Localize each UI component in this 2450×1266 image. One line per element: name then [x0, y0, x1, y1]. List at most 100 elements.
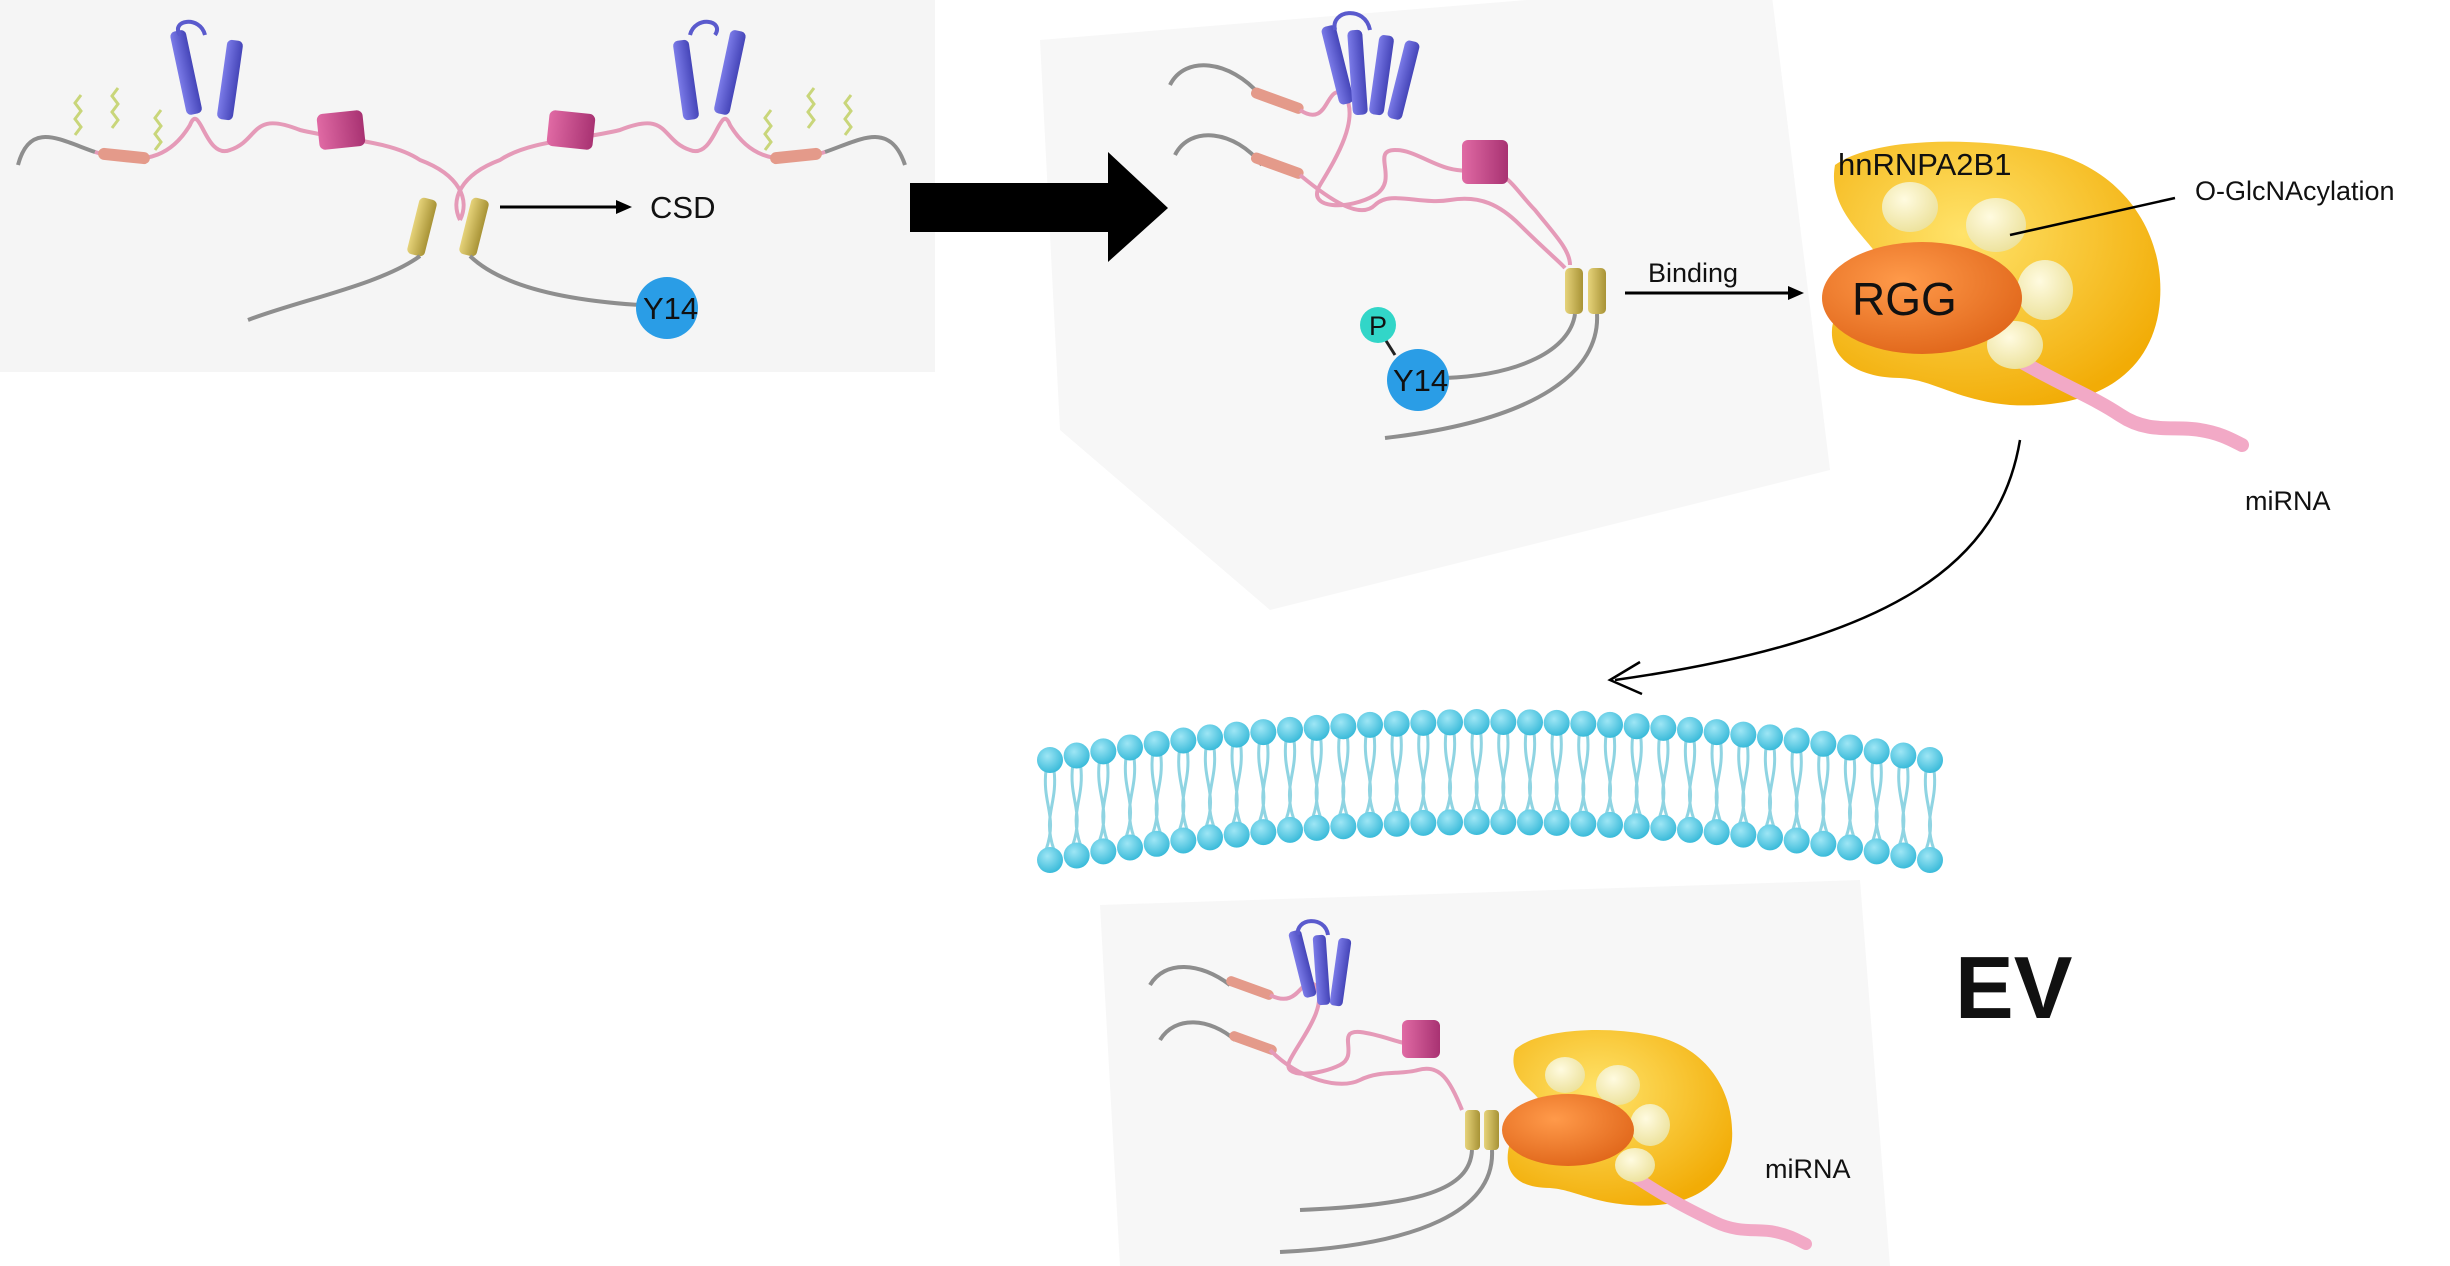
strand-left: [98, 147, 150, 165]
lipid-head-inner: [1277, 816, 1303, 843]
y14-ball-mid: [1387, 349, 1449, 411]
lipid-head-inner: [1570, 810, 1597, 837]
ev-rgg-domain: [1502, 1094, 1634, 1166]
strand-right: [770, 147, 822, 165]
mirna-strand-top: [2003, 348, 2249, 452]
monomer-structure: Y14 P: [1168, 11, 1606, 440]
lipid-tail: [1737, 744, 1750, 826]
lipid-tail: [1577, 733, 1590, 815]
lipid-head-inner: [1410, 809, 1437, 836]
backbone-lower-left: [247, 254, 422, 322]
panel-bg-dimer: [0, 0, 935, 372]
lipid-head-inner: [1090, 838, 1117, 865]
mono-loop-2: [1298, 173, 1567, 270]
lipid-head-outer: [1837, 734, 1863, 761]
mono-strand-2: [1250, 152, 1304, 179]
lipid-head-outer: [1623, 713, 1650, 740]
lipid-head-outer: [1863, 738, 1890, 765]
lipid-tail: [1310, 737, 1323, 819]
lipid-head-outer: [1757, 724, 1783, 751]
lipid-tail: [1603, 734, 1617, 816]
lipid-tail: [1710, 741, 1723, 823]
lipid-tail: [1150, 753, 1163, 835]
lipid-tail: [1790, 750, 1803, 831]
lipid-tail: [1257, 741, 1270, 823]
lipid-head-inner: [1917, 847, 1943, 873]
lipid-head-outer: [1037, 747, 1063, 773]
transition-arrow: [910, 152, 1168, 262]
lipid-head-inner: [1730, 821, 1757, 848]
lipid-head-inner: [1597, 811, 1623, 838]
lipid-head-inner: [1517, 809, 1543, 836]
bead-2: [1966, 198, 2026, 252]
binding-label: Binding: [1648, 258, 1738, 288]
lipid-head-outer: [1917, 747, 1943, 773]
lipid-head-inner: [1383, 810, 1410, 837]
csd-helix-right: [459, 197, 489, 257]
dimer-structure: CSD Y14: [16, 19, 907, 339]
lipid-head-inner: [1623, 813, 1650, 840]
phospho-ball: [1360, 307, 1396, 343]
ev-strand-2: [1229, 1031, 1277, 1055]
lipid-head-inner: [1330, 813, 1357, 840]
panel-bg-ev: [1100, 880, 1890, 1266]
ev-tail-2: [1158, 1020, 1237, 1042]
lipid-head-outer: [1143, 730, 1170, 757]
lipid-head-outer: [1410, 709, 1437, 736]
ev-bead-3: [1630, 1104, 1670, 1146]
oglc-pointer: [2009, 196, 2176, 237]
lipid-tail: [1443, 732, 1457, 813]
ev-cargo-structure: miRNA: [1148, 919, 1851, 1254]
lipid-head-inner: [1677, 816, 1703, 843]
backbone-lower-right: [468, 254, 641, 307]
lipid-tail: [1337, 736, 1350, 817]
lipid-tail: [1763, 747, 1777, 828]
lipid-head-outer: [1170, 727, 1197, 754]
lipid-tail: [1097, 761, 1110, 842]
lipid-head-outer: [1303, 714, 1330, 741]
y14-ball-top: [636, 277, 698, 339]
lipid-head-outer: [1223, 721, 1250, 748]
lipid-head-outer: [1517, 709, 1543, 736]
curved-arrow: [1614, 439, 2022, 682]
mirna-label-bottom: miRNA: [1765, 1154, 1851, 1184]
lipid-tail: [1470, 731, 1483, 813]
y14-label-mid: Y14: [1393, 363, 1448, 398]
lipid-tail: [1070, 765, 1083, 847]
lipid-tail: [1630, 736, 1643, 817]
lipid-head-inner: [1303, 814, 1330, 841]
lipid-head-inner: [1223, 821, 1250, 848]
lipid-head-inner: [1357, 811, 1383, 838]
rgg-label: RGG: [1852, 273, 1957, 325]
ev-loop-2: [1268, 1048, 1464, 1111]
lipid-head-inner: [1757, 824, 1783, 851]
lipid-head-inner: [1650, 814, 1677, 841]
lipid-tail: [1497, 731, 1510, 813]
ev-tm-2: [1484, 1110, 1499, 1150]
lipid-head-inner: [1143, 830, 1170, 857]
binding-arrowhead: [1788, 286, 1804, 300]
lipid-head-outer: [1543, 709, 1570, 736]
bead-4: [1987, 321, 2043, 369]
lipid-tail: [1043, 769, 1057, 851]
lipid-tail: [1843, 757, 1857, 838]
mono-tm-1: [1565, 268, 1583, 314]
lipid-tail: [1177, 750, 1190, 831]
ev-strand-1: [1226, 976, 1274, 1000]
mono-tail-1: [1168, 63, 1262, 97]
csd-label: CSD: [650, 190, 715, 225]
lipid-head-outer: [1117, 734, 1143, 761]
mirna-label-top: miRNA: [2245, 486, 2331, 516]
rgg-domain: [1822, 242, 2022, 354]
lipid-head-inner: [1890, 842, 1917, 869]
mono-strand-1: [1250, 87, 1304, 114]
lipid-head-inner: [1437, 809, 1463, 836]
lipid-head-outer: [1357, 711, 1383, 738]
mono-beta-sheet: [1321, 11, 1420, 120]
lipid-head-outer: [1597, 711, 1623, 738]
lipid-bilayer: [1037, 709, 1943, 873]
helix-left: [316, 110, 366, 150]
lipid-head-outer: [1330, 713, 1357, 740]
lipid-head-inner: [1250, 819, 1277, 846]
